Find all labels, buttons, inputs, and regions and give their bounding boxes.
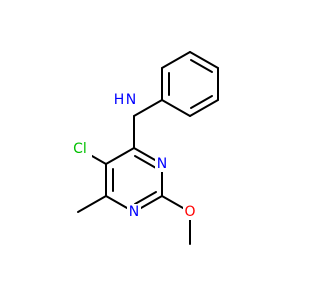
amine-hydrogen-label: H [114, 92, 125, 108]
phenyl-bond-2-inner [190, 59, 213, 73]
ring-bond-n1-c2-inner [134, 191, 157, 205]
structure-diagram: H N Cl N N O [68, 51, 219, 245]
ring-bond-c4-c5 [105, 147, 135, 165]
ring-nitrogen-lower-label: N [129, 204, 139, 220]
chlorine-bg [68, 140, 92, 158]
atom-labels: H N Cl N N O [68, 88, 197, 220]
ring-bond-n3-c4-inner [134, 155, 157, 169]
phenyl-bond-4 [189, 99, 219, 117]
ring-nitrogen-upper-label: N [157, 156, 167, 172]
oxygen-bg [183, 204, 197, 220]
phenyl-bond-4-inner [190, 95, 213, 109]
ring-n1-bg [127, 204, 141, 220]
chlorine-label: Cl [73, 141, 87, 157]
amine-n-bg [110, 88, 142, 110]
phenyl-bond-2 [189, 51, 219, 69]
phenyl-bond-5 [161, 99, 191, 117]
amine-phenyl-bond [133, 99, 163, 117]
oxygen-label: O [184, 204, 195, 220]
methyl-bond [77, 195, 107, 213]
amine-nitrogen-label: N [126, 92, 136, 108]
ring-n3-bg [155, 156, 169, 172]
phenyl-bond-1 [161, 51, 191, 69]
